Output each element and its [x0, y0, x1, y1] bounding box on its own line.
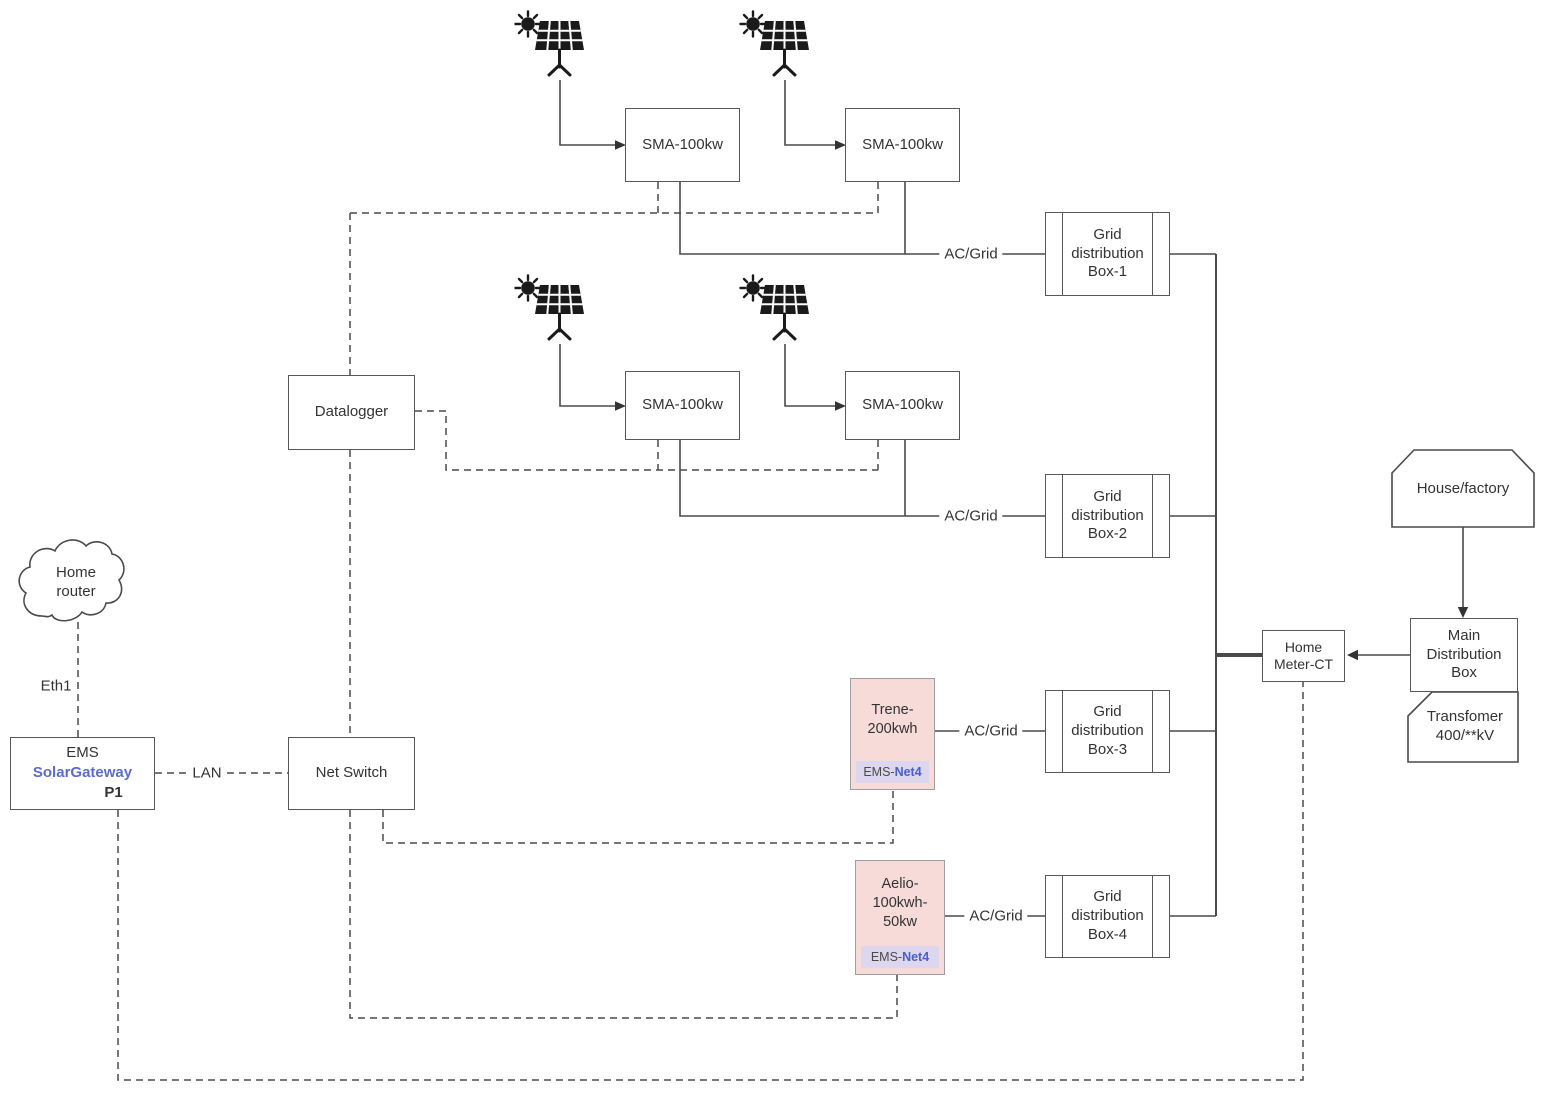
- inverter-sma-1: SMA-100kw: [625, 108, 740, 182]
- inverter-label: SMA-100kw: [642, 396, 723, 414]
- cloud-shape-icon: [18, 539, 125, 622]
- battery-aelio: Aelio- 100kwh- 50kw EMS-Net4: [855, 860, 945, 975]
- inverter-label: SMA-100kw: [862, 396, 943, 414]
- home-meter-label: Home Meter-CT: [1273, 638, 1334, 673]
- inverter-sma-4: SMA-100kw: [845, 371, 960, 440]
- solar-panel-icon: [739, 10, 811, 82]
- switch-to-trene-line: [382, 790, 894, 844]
- datalogger-box: Datalogger: [288, 375, 415, 450]
- grid-distribution-box-2: Grid distribution Box-2: [1045, 474, 1170, 558]
- pv-to-inverter-line: [784, 344, 836, 407]
- solar-panel-icon: [514, 274, 586, 346]
- ems-p1-label: P1: [104, 783, 123, 801]
- eth1-label: Eth1: [35, 677, 77, 695]
- port-prefix: EMS-: [870, 950, 903, 964]
- grid-distribution-box-3: Grid distribution Box-3: [1045, 690, 1170, 773]
- pv-to-inverter-line: [559, 344, 616, 407]
- inverter-sma-2: SMA-100kw: [845, 108, 960, 182]
- grid-box-label: Grid distribution Box-1: [1071, 225, 1144, 281]
- ac-grid-line-1: [679, 182, 1045, 255]
- main-distribution-box: Main Distribution Box: [1410, 618, 1518, 692]
- solargateway-label: SolarGateway: [32, 764, 133, 782]
- port-prefix: EMS-: [863, 765, 895, 779]
- grid-box-label: Grid distribution Box-3: [1071, 703, 1144, 758]
- port-net4: Net4: [902, 950, 930, 964]
- net-switch-box: Net Switch: [288, 737, 415, 810]
- solar-panel-icon: [739, 274, 811, 346]
- battery-aelio-ems-port: EMS-Net4: [861, 946, 939, 968]
- battery-trene-label: Trene- 200kwh: [867, 702, 918, 737]
- arrowheads: [615, 140, 1469, 661]
- home-router-label: Home router: [55, 563, 96, 601]
- ac-grid-label-3: AC/Grid: [959, 722, 1023, 740]
- switch-to-aelio-line: [349, 810, 898, 1019]
- port-net4: Net4: [894, 765, 922, 779]
- solar-panel-icon: [514, 10, 586, 82]
- main-distribution-label: Main Distribution Box: [1426, 626, 1502, 682]
- house-factory-shape: [1391, 449, 1535, 528]
- pv-to-inverter-line: [784, 80, 836, 146]
- inverter-label: SMA-100kw: [862, 135, 943, 153]
- comm-row2-line: [415, 410, 878, 471]
- datalogger-label: Datalogger: [314, 403, 389, 421]
- ems-to-meter-line: [117, 682, 1304, 1081]
- pv-to-inverter-line: [559, 80, 616, 146]
- battery-aelio-label: Aelio- 100kwh- 50kw: [872, 876, 928, 930]
- grid-distribution-box-1: Grid distribution Box-1: [1045, 212, 1170, 296]
- transformer-label: Transfomer 400/**kV: [1426, 707, 1504, 745]
- ac-grid-label-2: AC/Grid: [939, 507, 1003, 525]
- house-factory-label: House/factory: [1416, 479, 1510, 497]
- ac-grid-label-4: AC/Grid: [964, 907, 1028, 925]
- grid-box-label: Grid distribution Box-4: [1071, 888, 1144, 943]
- grid-box-label: Grid distribution Box-2: [1071, 487, 1144, 543]
- ems-label: EMS: [66, 744, 99, 762]
- home-meter-ct-box: Home Meter-CT: [1262, 630, 1345, 682]
- grid-distribution-box-4: Grid distribution Box-4: [1045, 875, 1170, 958]
- inverter-sma-3: SMA-100kw: [625, 371, 740, 440]
- battery-trene: Trene- 200kwh EMS-Net4: [850, 678, 935, 790]
- ems-solargateway-box: EMS SolarGateway P1: [10, 737, 155, 810]
- battery-trene-ems-port: EMS-Net4: [856, 761, 929, 783]
- net-switch-label: Net Switch: [315, 764, 388, 782]
- lan-label: LAN: [187, 764, 227, 782]
- ac-grid-label-1: AC/Grid: [939, 245, 1003, 263]
- inverter-label: SMA-100kw: [642, 135, 723, 153]
- transformer-shape: [1407, 691, 1519, 763]
- ac-grid-line-2: [679, 440, 1045, 517]
